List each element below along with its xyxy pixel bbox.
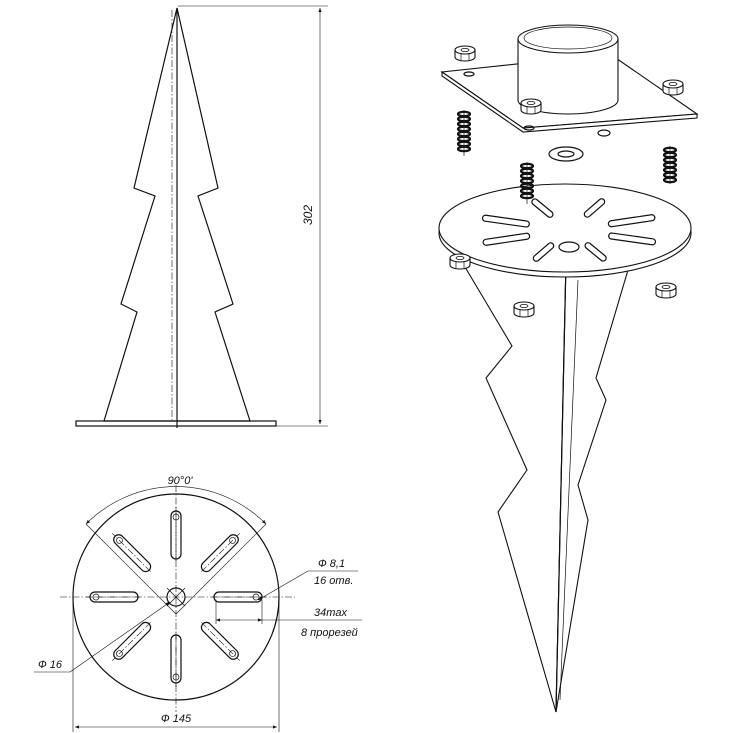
slot-count-label: 8 прорезей <box>301 627 358 639</box>
side-view: 302 <box>75 5 328 428</box>
disc-slot <box>481 214 530 228</box>
mounting-plate-edge <box>441 70 698 133</box>
hex-nut <box>655 282 677 299</box>
hex-nut <box>662 79 684 96</box>
center-washer <box>548 146 584 162</box>
hole-diameter-label: Ф 8,1 <box>318 558 345 570</box>
radial-slot <box>86 591 140 603</box>
plate-hole <box>523 125 535 131</box>
slot-center-line <box>112 622 151 661</box>
spring <box>662 146 678 184</box>
slot-hole <box>116 537 123 544</box>
slot-hole <box>92 593 100 601</box>
disc-slot <box>584 242 607 262</box>
base-disc-top <box>438 183 692 273</box>
disc-slot <box>583 198 606 218</box>
radial-slot <box>112 533 152 573</box>
radial-slot <box>112 621 152 661</box>
stake-fin-front <box>461 261 567 713</box>
disc-slot <box>607 214 656 228</box>
slot-center-line <box>201 622 240 661</box>
radial-slot <box>200 621 240 661</box>
slot-hole <box>116 650 123 657</box>
center-washer-hole <box>557 150 575 158</box>
hex-nut <box>449 253 471 270</box>
spring <box>456 110 472 156</box>
base-plate-side <box>75 420 277 427</box>
radial-slot <box>200 533 240 573</box>
angle-leg <box>85 523 177 615</box>
disc-slot <box>532 242 555 262</box>
stake-fin-center-edge <box>555 261 567 713</box>
radial-slot <box>170 633 182 687</box>
disc-slot <box>482 232 531 246</box>
hole-leader <box>257 570 309 601</box>
disc-diameter-label: Ф 145 <box>161 713 192 725</box>
isometric-view <box>438 24 699 713</box>
disc-slot-group <box>481 198 657 262</box>
disc-center-hole <box>558 241 580 253</box>
slot-hole <box>229 650 236 657</box>
plan-view: 90°0' Ф 8,1 16 отв. 34max 8 прорезей Ф 1… <box>34 475 362 732</box>
disc-slot <box>608 232 657 246</box>
hex-nut <box>454 45 476 62</box>
slot-hole <box>172 673 180 681</box>
slot-group <box>86 507 266 687</box>
hex-nut <box>513 301 535 318</box>
fastener-group <box>449 45 684 318</box>
center-hole <box>166 587 186 607</box>
center-hole-crosshair <box>166 587 186 607</box>
lamp-cylinder-inner-rim <box>523 26 613 50</box>
spring <box>519 162 535 204</box>
center-bolt-head <box>597 129 611 137</box>
hex-nut <box>520 98 542 115</box>
angle-leg <box>175 523 267 615</box>
slot-center-line <box>201 533 240 572</box>
slot-center-line <box>112 533 151 572</box>
center-hole-leader <box>69 601 171 673</box>
center-hole-label: Ф 16 <box>38 659 63 671</box>
slot-length-label: 34max <box>314 607 348 619</box>
stake-fin-right <box>555 261 629 713</box>
lamp-cylinder-top <box>517 24 619 54</box>
slot-hole <box>229 537 236 544</box>
plate-hole <box>463 71 475 77</box>
height-label: 302 <box>301 205 315 225</box>
stake-fin-edge <box>559 279 579 701</box>
hole-count-label: 16 отв. <box>314 575 353 587</box>
angle-arc <box>85 486 267 525</box>
angle-label: 90°0' <box>168 475 194 487</box>
disc-slot <box>531 198 554 218</box>
